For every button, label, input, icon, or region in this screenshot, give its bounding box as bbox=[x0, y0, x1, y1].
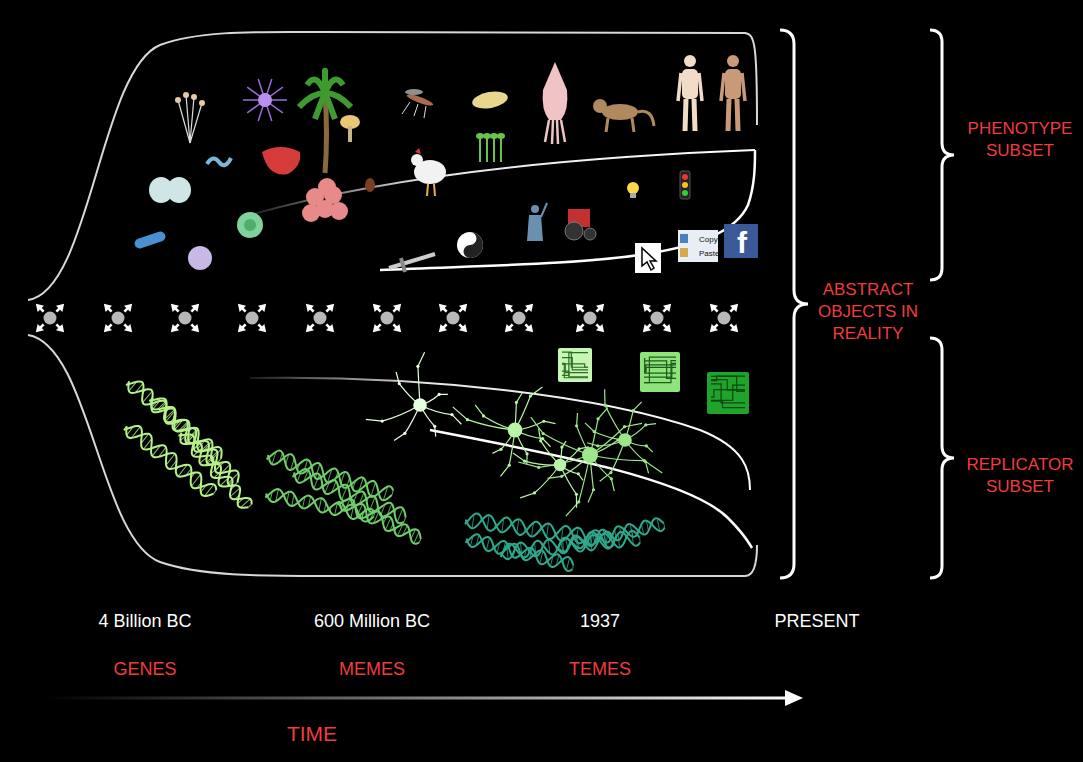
neuron bbox=[366, 352, 462, 440]
bacterium bbox=[133, 230, 167, 249]
circuit-chip bbox=[640, 352, 680, 392]
region-curve bbox=[28, 335, 757, 576]
statue bbox=[527, 203, 547, 241]
logo-letter: f bbox=[727, 228, 757, 258]
circuit-chip bbox=[707, 372, 749, 414]
region-curve bbox=[380, 150, 755, 270]
neuron bbox=[585, 389, 656, 481]
fungus-cap bbox=[340, 115, 360, 142]
dividing-cell bbox=[149, 177, 191, 203]
time-arrow bbox=[45, 697, 792, 700]
region-curve bbox=[430, 430, 752, 548]
liver bbox=[262, 147, 300, 175]
human-figure bbox=[721, 55, 745, 131]
fungus bbox=[175, 92, 205, 143]
green-cell bbox=[237, 212, 263, 238]
expansion-symbol bbox=[306, 304, 334, 332]
bracket-label: PHENOTYPE SUBSET bbox=[960, 118, 1080, 162]
expansion-symbol bbox=[36, 304, 64, 332]
expansion-symbol bbox=[238, 304, 266, 332]
human-figure bbox=[678, 55, 702, 131]
era-label: MEMES bbox=[302, 658, 442, 681]
bracket-label: ABSTRACT OBJECTS IN REALITY bbox=[815, 279, 921, 345]
expansion-symbol bbox=[104, 304, 132, 332]
bracket bbox=[780, 30, 808, 578]
bracket bbox=[930, 338, 954, 578]
expansion-symbol bbox=[171, 304, 199, 332]
bracket bbox=[930, 30, 954, 280]
sprouts bbox=[476, 133, 505, 162]
tractor bbox=[565, 209, 596, 240]
white-cell bbox=[188, 246, 212, 270]
dna-helix bbox=[124, 375, 226, 464]
facebook-icon bbox=[724, 224, 758, 258]
time-marker: 600 Million BC bbox=[287, 610, 457, 633]
expansion-symbol bbox=[373, 304, 401, 332]
dna-helix bbox=[465, 532, 575, 572]
dna-helix bbox=[122, 420, 218, 500]
era-label: TEMES bbox=[530, 658, 670, 681]
axis-label: TIME bbox=[252, 723, 372, 744]
neuron bbox=[513, 429, 589, 508]
time-marker: 1937 bbox=[540, 610, 660, 633]
circuit-chip bbox=[558, 348, 592, 382]
bracket-label: REPLICATOR SUBSET bbox=[960, 454, 1080, 498]
tick bbox=[365, 178, 375, 192]
neuron bbox=[453, 387, 556, 476]
expansion-symbol bbox=[576, 304, 604, 332]
arrow-head bbox=[785, 690, 803, 706]
region-curve bbox=[28, 32, 757, 300]
time-marker: 4 Billion BC bbox=[65, 610, 225, 633]
dna-helix bbox=[176, 428, 253, 512]
monkey bbox=[593, 99, 654, 132]
expansion-symbol bbox=[710, 304, 738, 332]
chicken bbox=[411, 148, 446, 196]
worm bbox=[207, 158, 231, 165]
expansion-symbol bbox=[643, 304, 671, 332]
era-label: GENES bbox=[75, 658, 215, 681]
squid bbox=[543, 62, 568, 144]
time-marker: PRESENT bbox=[747, 610, 887, 633]
larva bbox=[471, 89, 509, 111]
dna-helix bbox=[336, 495, 423, 546]
cursor-icon bbox=[635, 243, 661, 273]
expansion-symbol bbox=[439, 304, 467, 332]
icon-text: Copy bbox=[699, 235, 725, 245]
tumor-cluster bbox=[302, 178, 348, 222]
mosquito bbox=[402, 89, 434, 118]
light-bulb bbox=[627, 182, 639, 198]
yin-yang bbox=[457, 232, 483, 258]
neuron bbox=[518, 408, 662, 516]
illustration-group bbox=[28, 30, 954, 706]
icon-text: Paste bbox=[699, 249, 725, 259]
dna-helix bbox=[555, 517, 665, 553]
sword bbox=[389, 254, 435, 272]
expansion-symbol bbox=[505, 304, 533, 332]
traffic-light bbox=[680, 171, 690, 199]
nerve-cell bbox=[243, 79, 287, 121]
